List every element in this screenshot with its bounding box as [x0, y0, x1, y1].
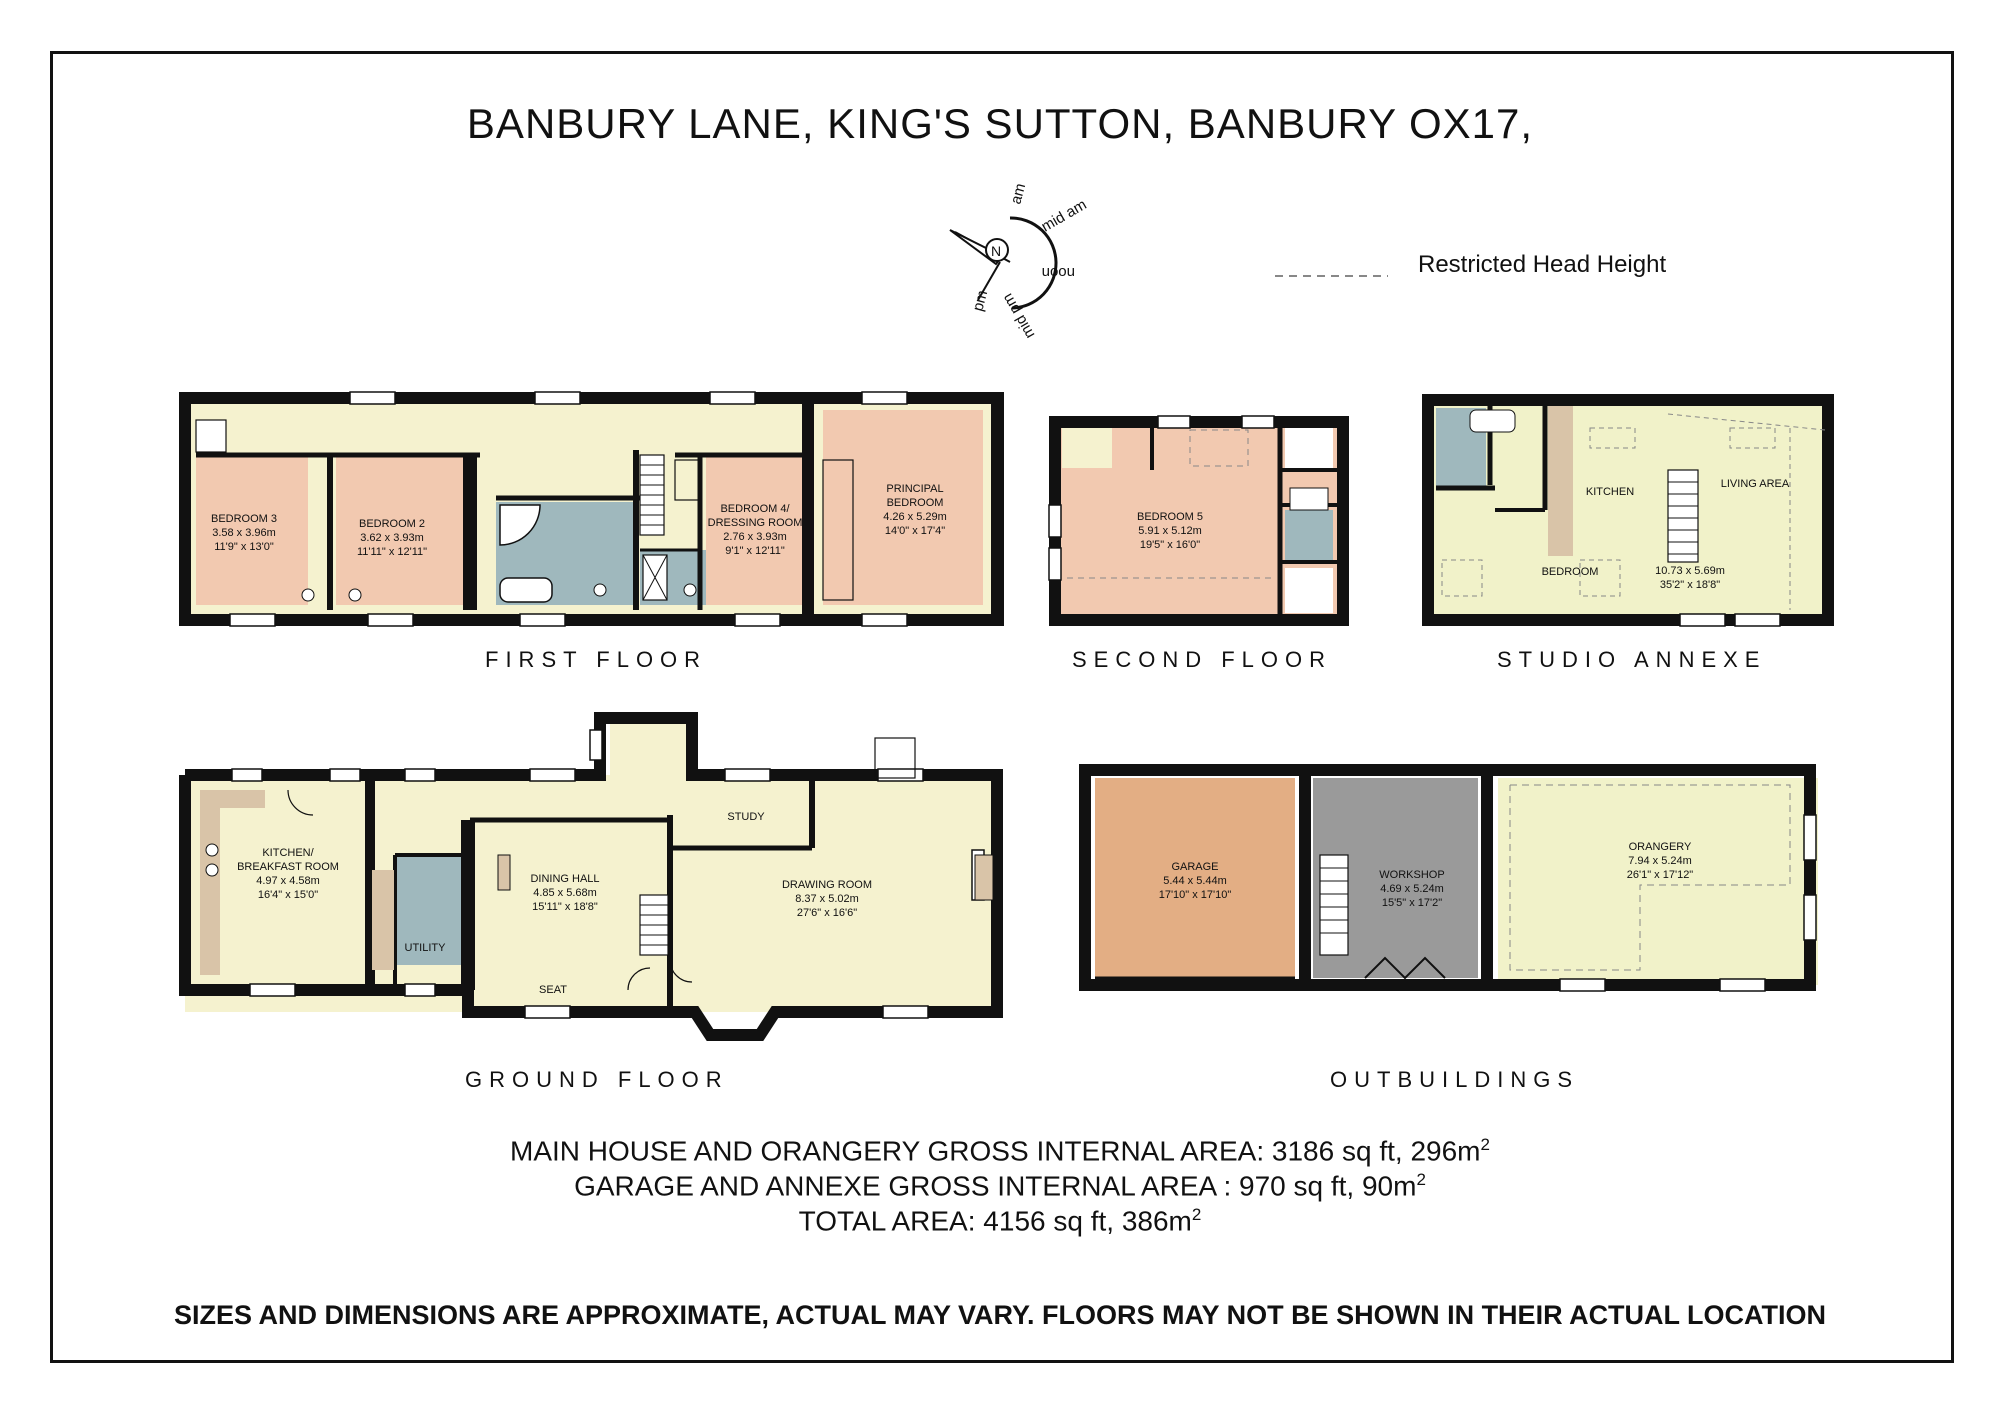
- room-imperial: 16'4" x 15'0": [258, 889, 318, 901]
- room-name: PRINCIPAL: [886, 483, 943, 495]
- ground-floor-plan: [179, 712, 1003, 1041]
- compass-am: am: [1007, 182, 1029, 207]
- compass-north: N: [991, 243, 1001, 259]
- room-metric: 4.85 x 5.68m: [533, 887, 597, 899]
- area-line-main-house: MAIN HOUSE AND ORANGERY GROSS INTERNAL A…: [510, 1135, 1490, 1167]
- room-name: DRAWING ROOM: [782, 879, 872, 891]
- room-imperial: 19'5" x 16'0": [1140, 539, 1200, 551]
- room-metric: 4.69 x 5.24m: [1380, 883, 1444, 895]
- compass-noon: noon: [1042, 264, 1075, 281]
- room-imperial: 17'10" x 17'10": [1159, 889, 1232, 901]
- room-metric: 2.76 x 3.93m: [723, 531, 787, 543]
- room-imperial: 35'2" x 18'8": [1660, 579, 1720, 591]
- room-metric: 4.97 x 4.58m: [256, 875, 320, 887]
- compass-pm: pm: [969, 289, 991, 314]
- room-metric: 5.91 x 5.12m: [1138, 525, 1202, 537]
- floor-label-first: FIRST FLOOR: [485, 647, 708, 672]
- room-imperial: 27'6" x 16'6": [797, 907, 857, 919]
- room-name: ORANGERY: [1629, 841, 1692, 853]
- compass-mid-pm: mid pm: [999, 290, 1038, 341]
- room-imperial: 14'0" x 17'4": [885, 525, 945, 537]
- room-name: KITCHEN/: [262, 847, 314, 859]
- room-name: LIVING AREA: [1721, 478, 1790, 490]
- room-imperial: 15'11" x 18'8": [532, 901, 598, 913]
- room-name: KITCHEN: [1586, 486, 1634, 498]
- room-imperial: 26'1" x 17'12": [1627, 869, 1694, 881]
- room-name: BEDROOM 2: [359, 518, 425, 530]
- area-line-garage-annexe: GARAGE AND ANNEXE GROSS INTERNAL AREA : …: [574, 1170, 1426, 1202]
- room-imperial: 11'9" x 13'0": [214, 541, 274, 553]
- floor-label-ground: GROUND FLOOR: [465, 1067, 729, 1092]
- page-title: BANBURY LANE, KING'S SUTTON, BANBURY OX1…: [466, 100, 1534, 147]
- floor-label-second: SECOND FLOOR: [1072, 647, 1333, 672]
- legend-label: Restricted Head Height: [1418, 251, 1667, 278]
- outbuildings-plan: [1079, 764, 1818, 992]
- area-line-total: TOTAL AREA: 4156 sq ft, 386m2: [798, 1205, 1202, 1237]
- room-name-line2: BEDROOM: [887, 497, 944, 509]
- second-floor-plan: [1048, 415, 1349, 626]
- room-name: WORKSHOP: [1379, 869, 1444, 881]
- room-name: UTILITY: [405, 942, 447, 954]
- drawing-border: [50, 51, 1954, 1363]
- first-floor-plan: [179, 391, 1004, 627]
- room-metric: 3.58 x 3.96m: [212, 527, 276, 539]
- room-metric: 4.26 x 5.29m: [883, 511, 947, 523]
- room-name: DINING HALL: [530, 873, 599, 885]
- room-name: BEDROOM 3: [211, 513, 277, 525]
- compass-icon: N am mid am noon mid pm pm: [949, 182, 1090, 342]
- disclaimer: SIZES AND DIMENSIONS ARE APPROXIMATE, AC…: [173, 1300, 1827, 1330]
- room-name-line2: BREAKFAST ROOM: [237, 861, 339, 873]
- room-imperial: 9'1" x 12'11": [725, 545, 785, 557]
- floor-label-annexe: STUDIO ANNEXE: [1497, 647, 1767, 672]
- room-name: SEAT: [539, 984, 567, 996]
- room-imperial: 11'11" x 12'11": [357, 546, 427, 558]
- room-metric: 10.73 x 5.69m: [1655, 565, 1725, 577]
- room-name: GARAGE: [1171, 861, 1218, 873]
- room-imperial: 15'5" x 17'2": [1382, 897, 1442, 909]
- room-name: BEDROOM 4/: [720, 503, 790, 515]
- room-metric: 5.44 x 5.44m: [1163, 875, 1227, 887]
- room-name: STUDY: [727, 811, 765, 823]
- compass-mid-am: mid am: [1039, 196, 1090, 235]
- room-name: BEDROOM 5: [1137, 511, 1203, 523]
- room-metric: 3.62 x 3.93m: [360, 532, 424, 544]
- room-name: BEDROOM: [1542, 566, 1599, 578]
- room-name-line2: DRESSING ROOM: [708, 517, 803, 529]
- floor-label-outbuildings: OUTBUILDINGS: [1330, 1067, 1580, 1092]
- room-metric: 8.37 x 5.02m: [795, 893, 859, 905]
- studio-annexe-plan: [1422, 394, 1834, 627]
- room-metric: 7.94 x 5.24m: [1628, 855, 1692, 867]
